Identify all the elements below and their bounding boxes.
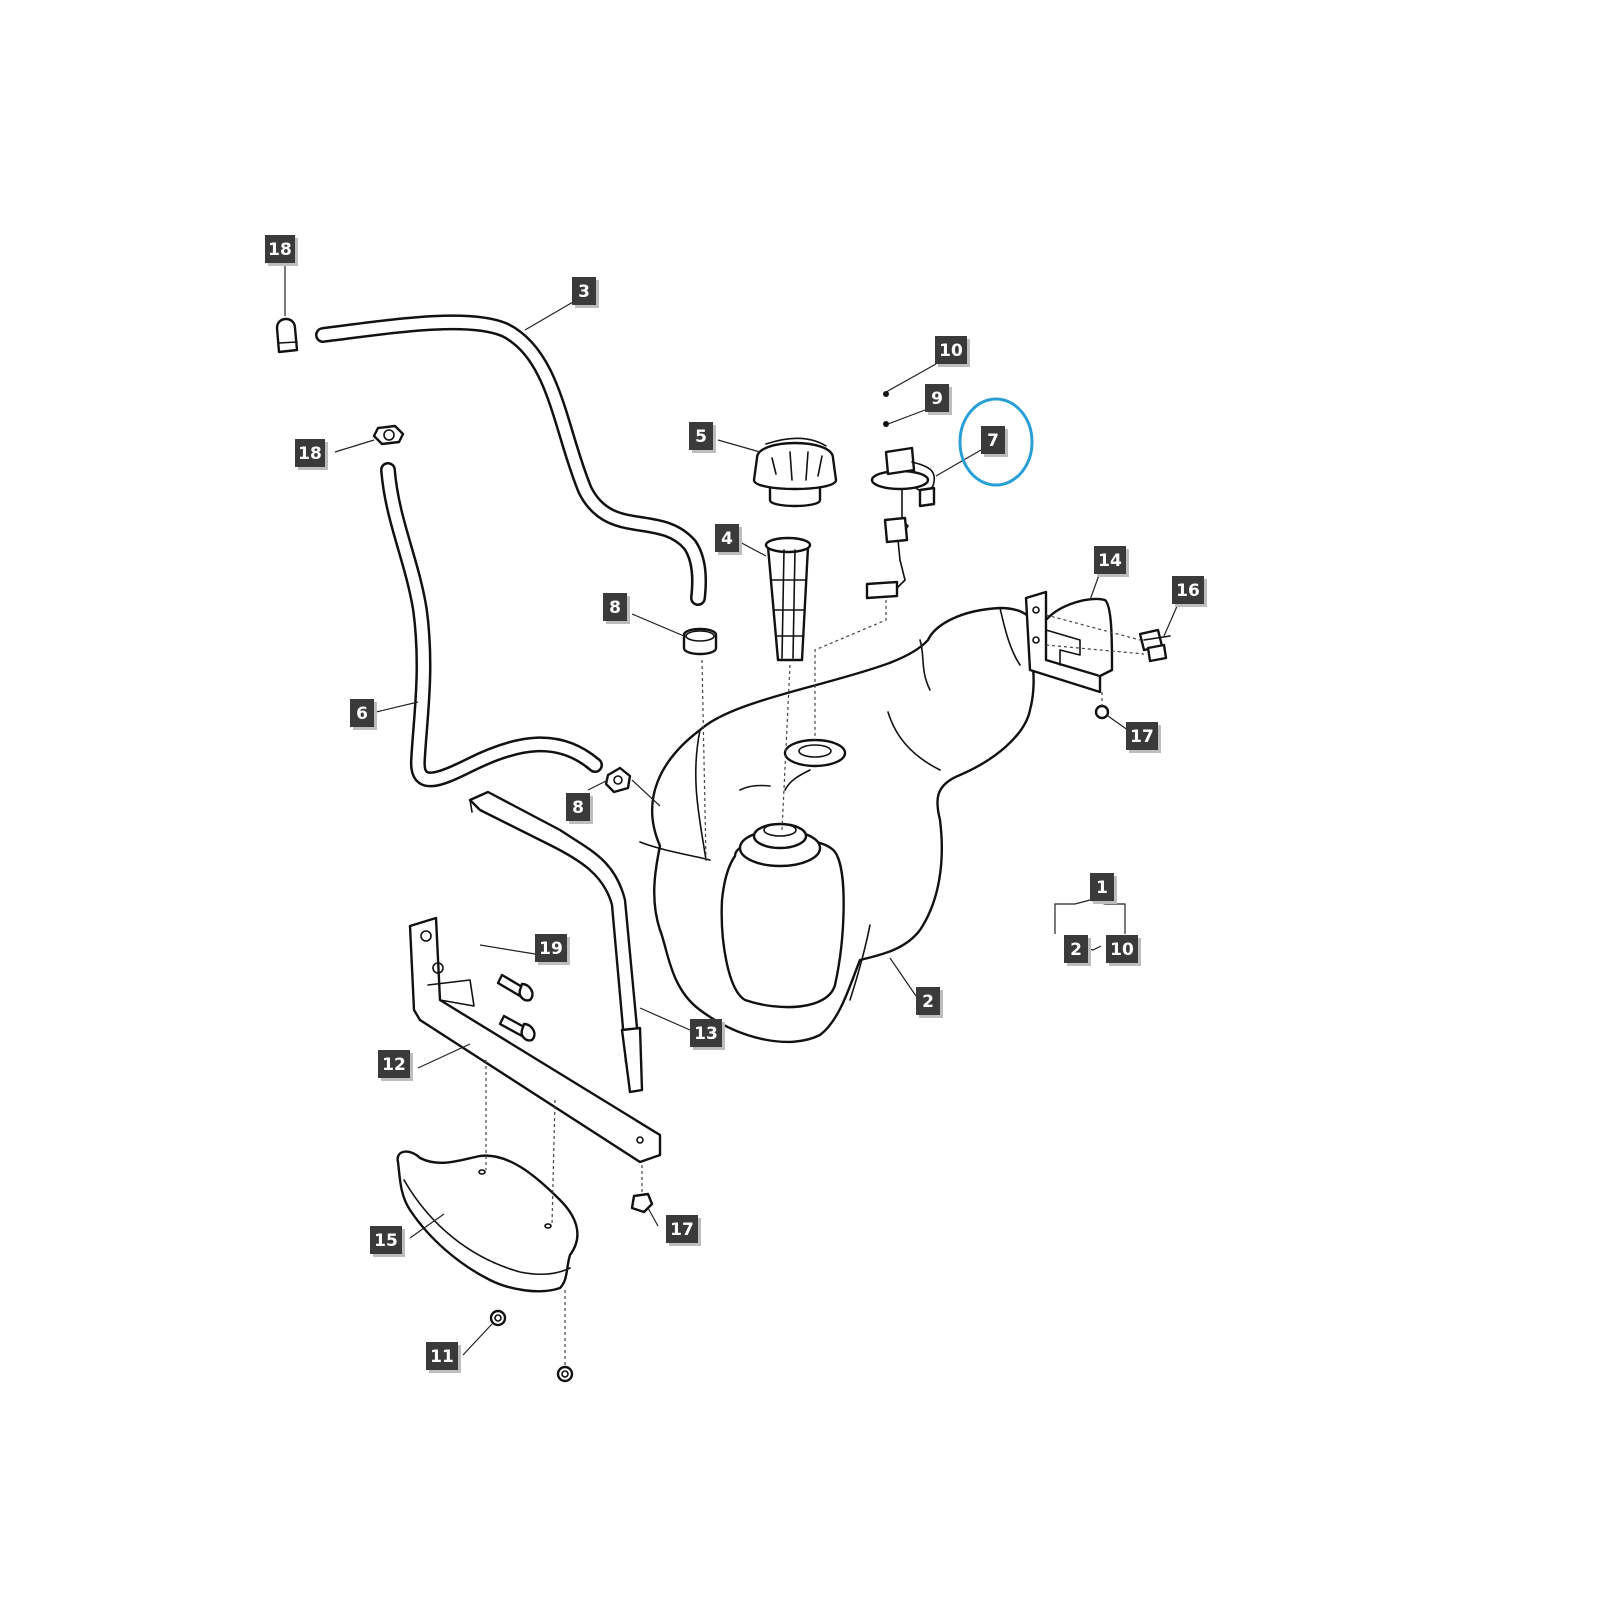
callout-text: 6 [356, 704, 368, 724]
callout-5: 5 [689, 422, 716, 453]
screw-10-dot [883, 391, 889, 397]
callout-6: 6 [350, 699, 377, 730]
callout-17-lower: 17 [666, 1215, 701, 1246]
highlight-circle [958, 397, 1034, 487]
callout-text: 9 [931, 389, 943, 409]
callout-text: 11 [430, 1347, 454, 1367]
callout-text: 10 [1110, 940, 1134, 960]
hose-3 [315, 314, 707, 606]
bracket-12 [408, 916, 662, 1164]
leader-lines [284, 266, 1179, 1356]
screws-11 [489, 1309, 574, 1383]
callout-8-lower: 8 [566, 793, 593, 824]
callout-text: 19 [539, 939, 563, 959]
callout-4: 4 [715, 524, 742, 555]
callout-text: 15 [374, 1231, 398, 1251]
callout-11: 11 [426, 1342, 461, 1373]
callout-text: 17 [1130, 727, 1154, 747]
hose-6 [380, 462, 603, 788]
callout-2-tank: 2 [916, 987, 943, 1018]
hose-clamp-18 [372, 424, 405, 446]
hose-clamp-8-lower [604, 766, 632, 794]
callout-13: 13 [690, 1019, 725, 1050]
bolt-16 [1138, 628, 1171, 663]
callout-10-legend: 10 [1106, 935, 1141, 966]
callout-text: 3 [578, 282, 590, 302]
callout-7: 7 [981, 426, 1008, 457]
callout-18-mid: 18 [295, 439, 328, 470]
bracket-14 [1024, 590, 1114, 694]
callout-16: 16 [1172, 576, 1207, 607]
callout-1: 1 [1090, 873, 1117, 904]
callout-text: 2 [1070, 940, 1082, 960]
screw-9-dot [883, 421, 889, 427]
callout-text: 4 [721, 529, 733, 549]
callout-text: 5 [695, 427, 707, 447]
callout-text: 10 [939, 341, 963, 361]
cover-plate-15 [396, 1150, 579, 1293]
nut-17-right [1094, 704, 1110, 720]
hose-clamp-8-upper [682, 627, 718, 656]
callout-2-legend: 2 [1064, 935, 1091, 966]
callout-text: 8 [572, 798, 584, 818]
assembly-dashed-lines [485, 600, 1145, 1366]
fuel-tank-2 [639, 606, 1036, 1044]
callout-15: 15 [370, 1226, 405, 1257]
callout-text: 18 [298, 444, 322, 464]
callout-9: 9 [925, 384, 952, 415]
callout-8-upper: 8 [603, 593, 630, 624]
callout-12: 12 [378, 1050, 413, 1081]
callout-text: 2 [922, 992, 934, 1012]
callout-3: 3 [572, 277, 599, 308]
callout-10-top: 10 [935, 336, 970, 367]
callout-text: 7 [987, 431, 999, 451]
fuel-sender-7 [865, 446, 936, 600]
callout-text: 16 [1176, 581, 1200, 601]
callout-17-right: 17 [1126, 722, 1161, 753]
callout-text: 14 [1098, 551, 1122, 571]
callout-text: 12 [382, 1055, 406, 1075]
bolts-19 [496, 973, 536, 1042]
callout-text: 8 [609, 598, 621, 618]
callout-text: 13 [694, 1024, 718, 1044]
hose-end-cap-18 [275, 317, 299, 354]
callout-18-top: 18 [265, 235, 298, 266]
strap-13 [468, 790, 644, 1094]
fuel-cap-5 [752, 437, 838, 508]
callout-text: 1 [1096, 878, 1108, 898]
callout-text: 17 [670, 1220, 694, 1240]
callout-14: 14 [1094, 546, 1129, 577]
filter-strainer-4 [764, 536, 812, 662]
callout-text: 18 [268, 240, 292, 260]
callout-19: 19 [535, 934, 570, 965]
